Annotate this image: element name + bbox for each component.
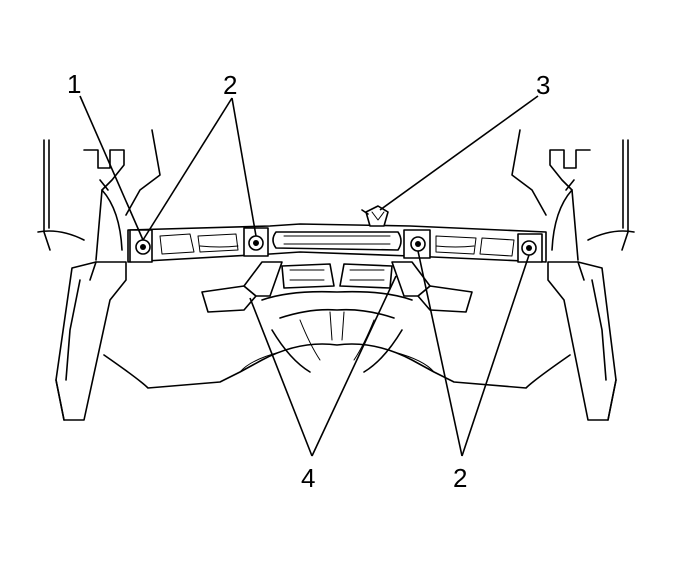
carrier-beam (127, 223, 547, 263)
callout-3: 3 (536, 70, 550, 100)
floor-outline (103, 343, 571, 389)
center-tunnel (261, 290, 413, 373)
bolt-left-inner (248, 235, 264, 251)
bolt-right-inner (410, 236, 426, 252)
callout-2-bottom: 2 (453, 463, 467, 493)
right-lower-brace (339, 261, 473, 313)
bolt-right-outer (521, 240, 537, 256)
right-pillar (511, 129, 635, 421)
callout-4: 4 (301, 463, 315, 493)
callout-2-top: 2 (223, 70, 237, 100)
callout-1: 1 (67, 69, 81, 99)
leader-lines (79, 95, 539, 457)
left-pillar (37, 129, 161, 421)
bolt-left-outer (135, 239, 151, 255)
center-connector (361, 205, 389, 227)
left-lower-brace (201, 261, 335, 313)
